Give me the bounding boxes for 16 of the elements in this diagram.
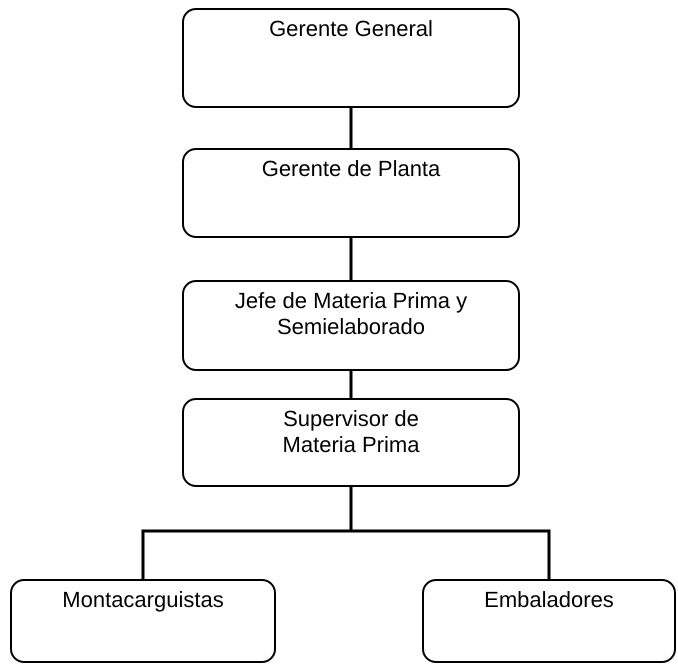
connector-line — [350, 238, 352, 280]
connector-line — [350, 108, 352, 148]
position-box — [182, 8, 520, 108]
position-title: Embaladores — [484, 587, 614, 614]
position-box — [10, 579, 276, 663]
connector-line — [350, 487, 550, 579]
position-title: Gerente General — [269, 16, 433, 42]
position-box — [422, 579, 676, 663]
position-title: Supervisor de Materia Prima — [282, 406, 420, 459]
position-box — [182, 398, 520, 487]
position-box — [182, 280, 520, 371]
position-box — [182, 148, 520, 238]
position-title: Gerente de Planta — [262, 156, 440, 182]
position-title: Jefe de Materia Prima y Semielaborado — [234, 288, 468, 341]
position-title: Montacarguistas — [62, 587, 224, 614]
connector-line — [350, 371, 352, 398]
